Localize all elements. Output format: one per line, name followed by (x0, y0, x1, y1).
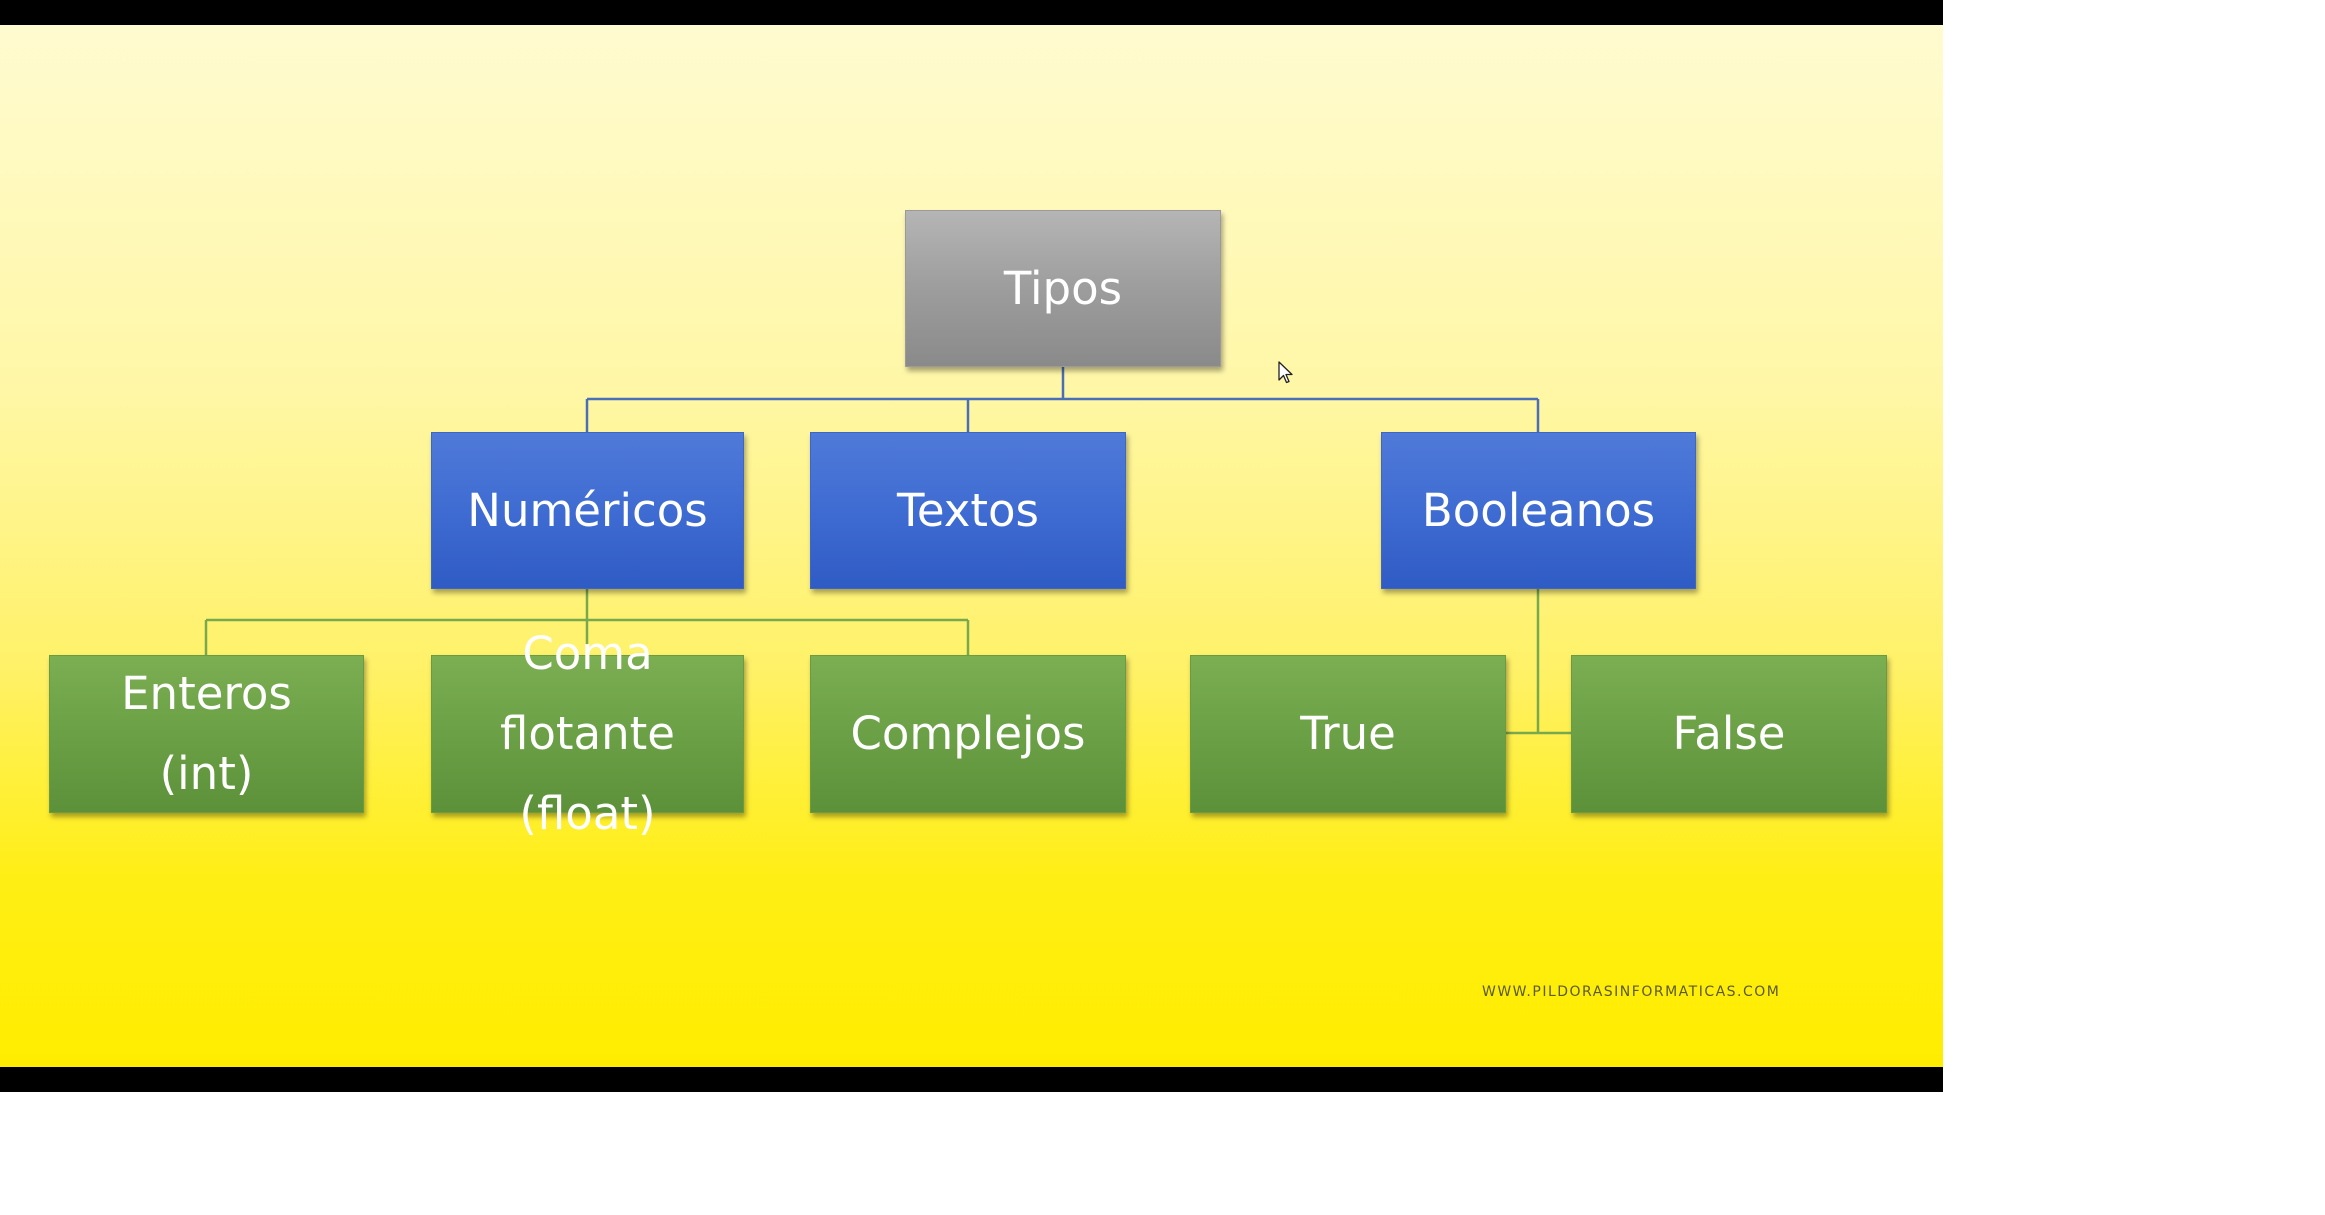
watermark-text: WWW.PILDORASINFORMATICAS.COM (1482, 984, 1781, 1000)
node-numericos-label: Numéricos (467, 483, 708, 537)
node-complejos-label: Complejos (850, 707, 1086, 760)
node-coma-flotante: Coma flotante (float) (431, 627, 744, 840)
node-true-label: True (1300, 707, 1396, 760)
node-enteros: Enteros (int) (49, 655, 364, 813)
slide: Tipos Numéricos Textos Booleanos Enteros… (0, 25, 1943, 1067)
node-coma-flotante-line2: (float) (519, 787, 656, 840)
node-complejos: Complejos (810, 655, 1126, 813)
node-enteros-line1: Enteros (121, 667, 292, 720)
node-textos-label: Textos (897, 483, 1039, 537)
node-tipos-label: Tipos (1003, 261, 1123, 315)
node-textos: Textos (810, 432, 1126, 589)
connector-lines (204, 367, 1571, 735)
node-enteros-line2: (int) (159, 747, 254, 800)
mouse-cursor-icon (1278, 361, 1293, 384)
node-booleanos-label: Booleanos (1421, 483, 1656, 537)
node-false: False (1571, 655, 1887, 813)
node-booleanos: Booleanos (1381, 432, 1696, 589)
node-coma-flotante-line1: Coma flotante (500, 627, 675, 760)
node-numericos: Numéricos (431, 432, 744, 589)
node-false-label: False (1672, 707, 1786, 760)
node-true: True (1190, 655, 1506, 813)
node-tipos: Tipos (905, 210, 1221, 367)
